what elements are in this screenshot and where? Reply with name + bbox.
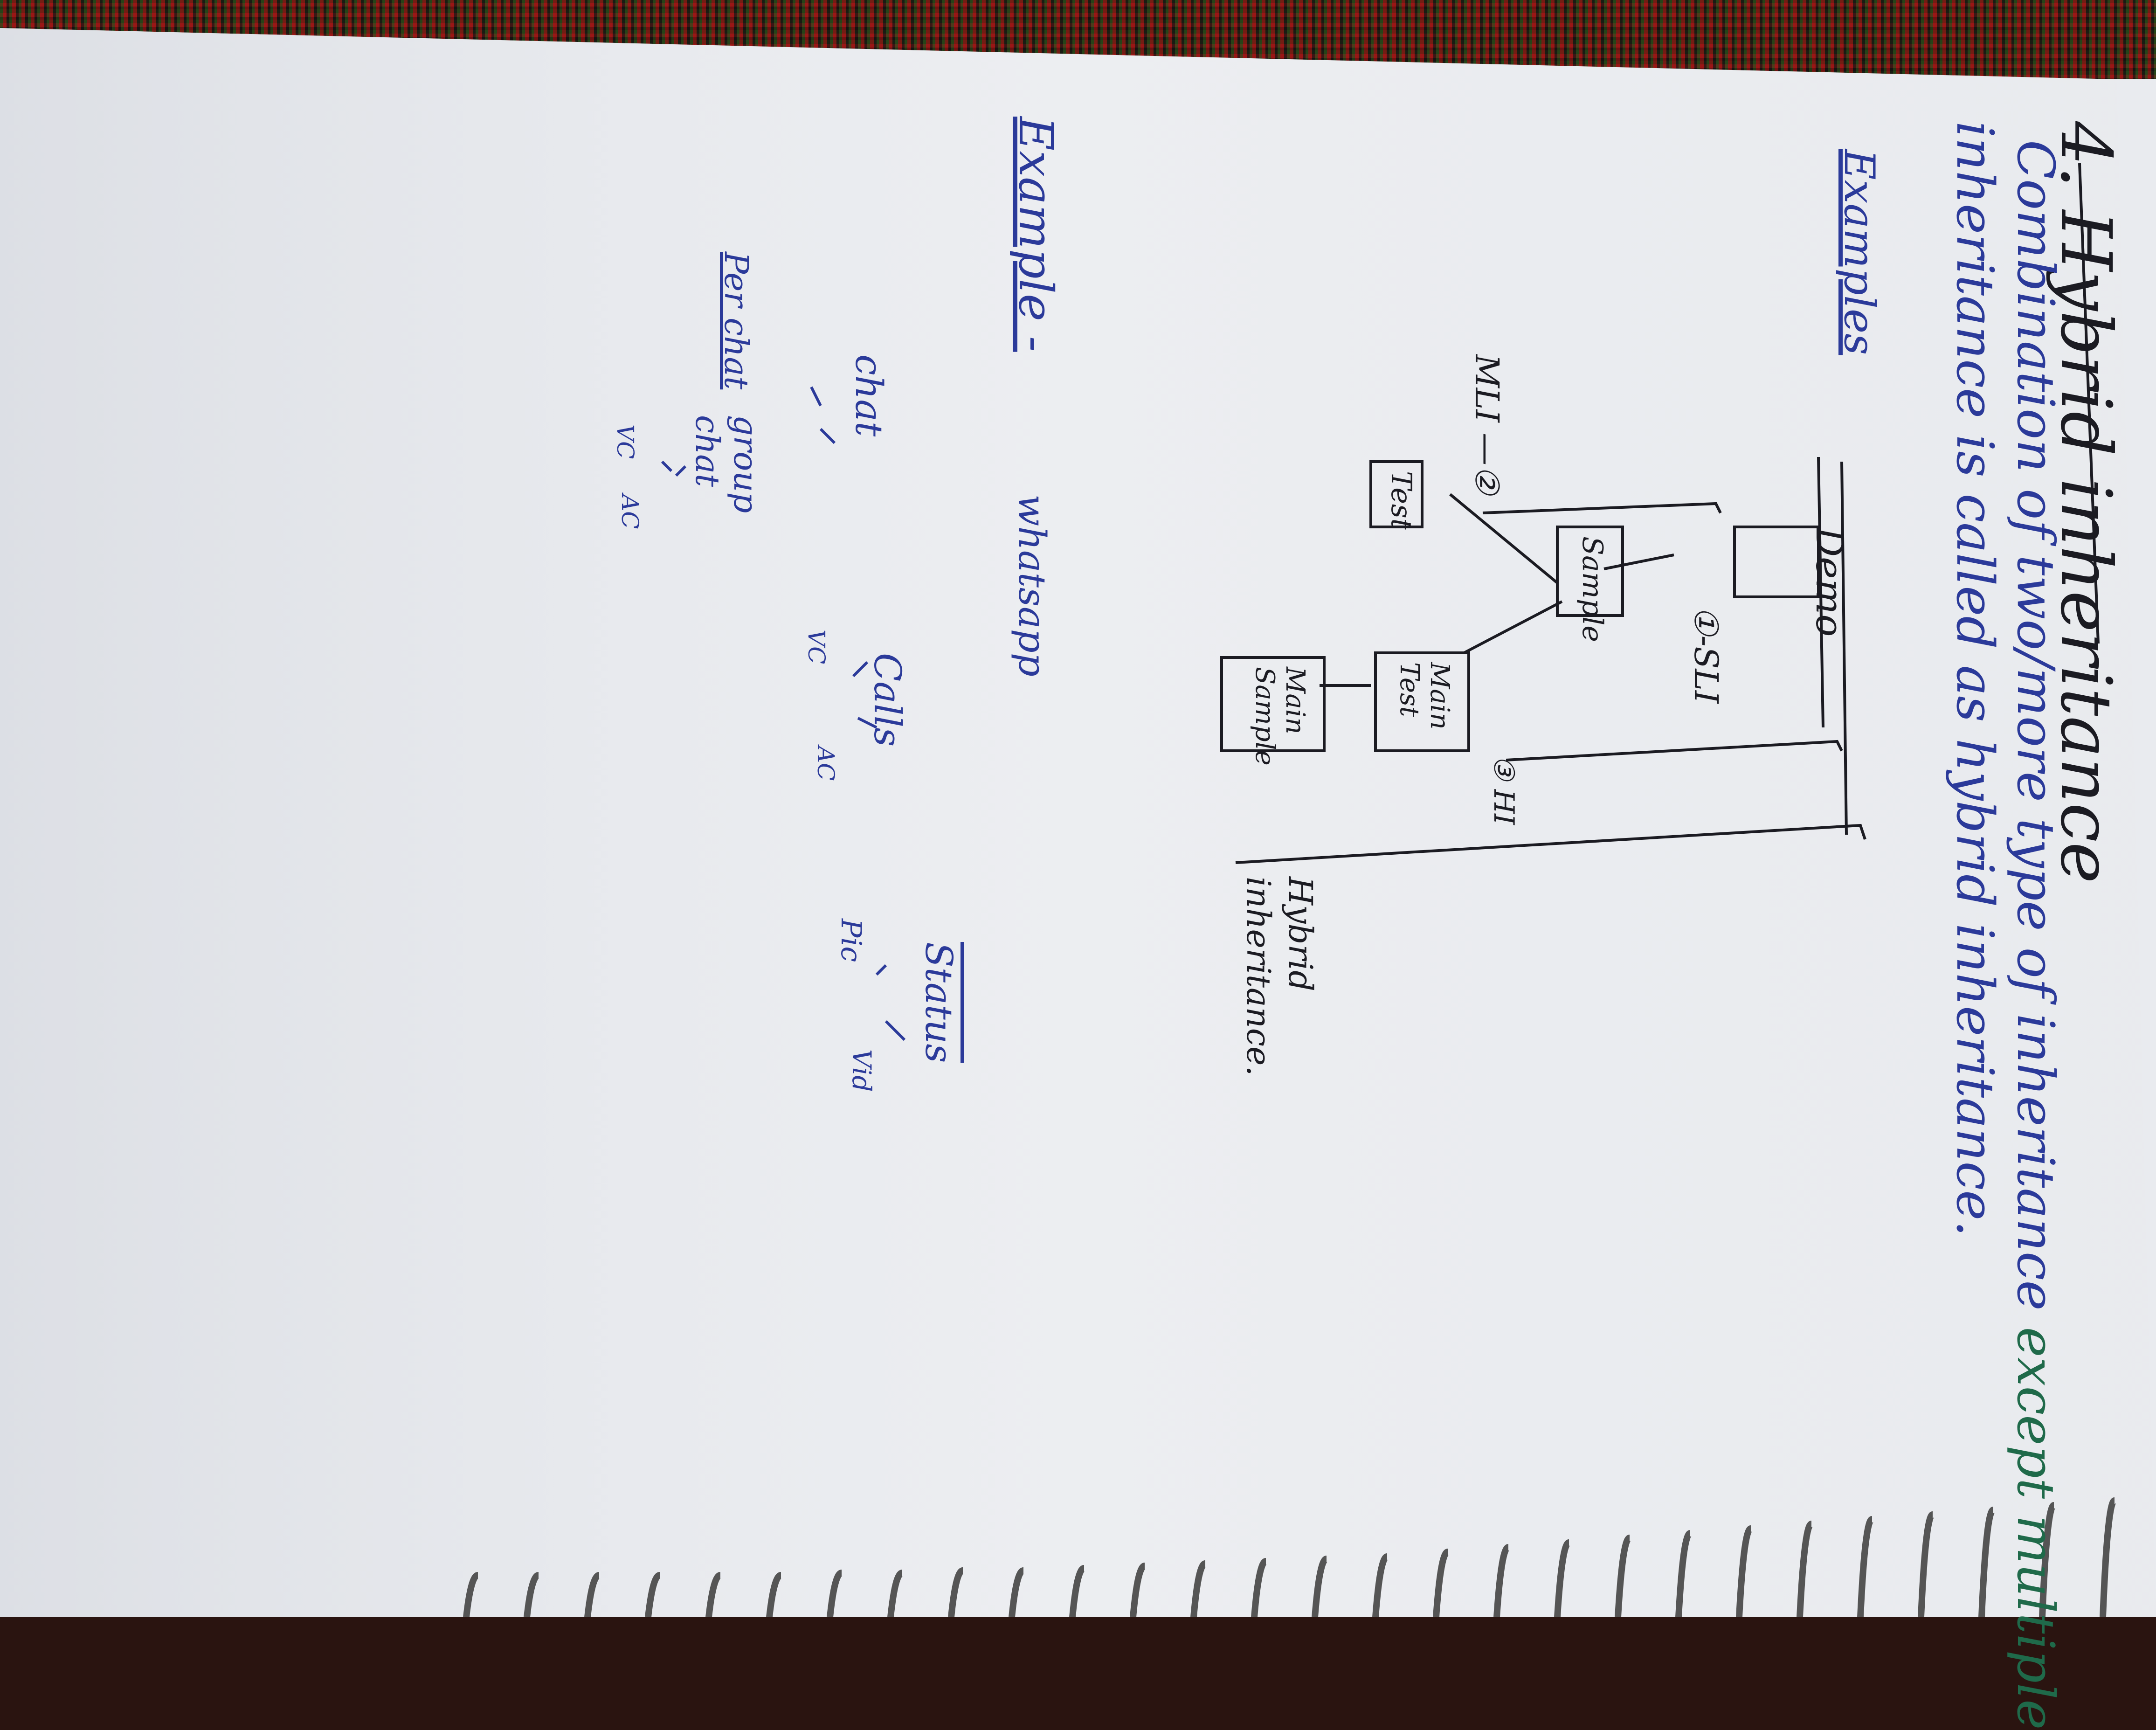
definition-line1-b: two/more type of (2006, 555, 2066, 997)
main-test-label: Main Test (1394, 662, 1455, 730)
notebook-page: 4. Hybrid inheritance Combination of two… (0, 28, 2156, 1730)
arrow-maintest-sample (1463, 600, 1563, 654)
definition-line1-d: except (2006, 1327, 2066, 1499)
hybrid-bracket (1235, 823, 1866, 864)
mli-bracket (1482, 502, 1722, 514)
heading-underline (2078, 163, 2100, 644)
page-drawing (0, 28, 2156, 1617)
test-label: Test (1385, 471, 1417, 530)
sample-label: Sample (1576, 536, 1609, 642)
vc-1-label: VC (612, 424, 639, 459)
main-sample-box (1220, 656, 1326, 752)
definition-line1-c: inheritance (2006, 1013, 2066, 1311)
hybrid-vertical (1840, 461, 1848, 835)
whatsapp-tree (661, 386, 906, 1041)
definition-line1-e: multiple (2006, 1515, 2066, 1730)
test-box (1369, 460, 1424, 528)
ac-1-label: AC (616, 494, 643, 529)
chat-label: chat (847, 354, 891, 437)
vid-label: Vid (847, 1049, 877, 1092)
mli-label: MLI —② (1468, 354, 1506, 495)
status-label: Status (917, 942, 961, 1063)
definition-line2-a: inheritance is (1945, 121, 2005, 477)
pic-label: Pic (835, 919, 867, 962)
arrow-test-sample (1449, 493, 1558, 584)
per-chat-label: Per chat (717, 252, 755, 390)
definition-line1-a: Combination of (2006, 140, 2066, 539)
ac-2-label: AC (812, 746, 839, 781)
definition-line2-c: hybrid (1945, 738, 2005, 907)
arrow-sample-demo (1603, 554, 1674, 570)
group-chat-label: group chat (688, 415, 765, 513)
sample-box (1556, 526, 1624, 617)
sli-label: ①-SLI (1687, 606, 1725, 704)
main-sample-label: Main Sample (1250, 667, 1310, 766)
examples-label: Examples (1835, 149, 1884, 355)
whatsapp-label: whatsapp (1010, 494, 1054, 677)
demo-box (1733, 526, 1820, 598)
demo-label: Demo (1808, 527, 1851, 637)
vc-2-label: VC (803, 630, 830, 664)
hi-bracket (1506, 740, 1843, 761)
spiral-binding (463, 1497, 2117, 1617)
calls-label: Calls (866, 653, 909, 747)
definition-line2-d: inheritance. (1945, 923, 2005, 1237)
hybrid-label-1: Hybrid (1281, 877, 1320, 992)
hi-vertical (1817, 457, 1824, 728)
definition-line1: Combination of two/more type of inherita… (2006, 140, 2066, 1730)
definition-line2-b: called as (1945, 493, 2005, 722)
hi-label: ③ HI (1487, 755, 1520, 825)
main-test-box (1374, 651, 1470, 752)
definition-line2: inheritance is called as hybrid inherita… (1945, 121, 2005, 1237)
example2-label: Example - (1009, 117, 1063, 352)
hybrid-label-2: inheritance. (1239, 877, 1278, 1076)
diagram-shapes (1220, 457, 1866, 864)
